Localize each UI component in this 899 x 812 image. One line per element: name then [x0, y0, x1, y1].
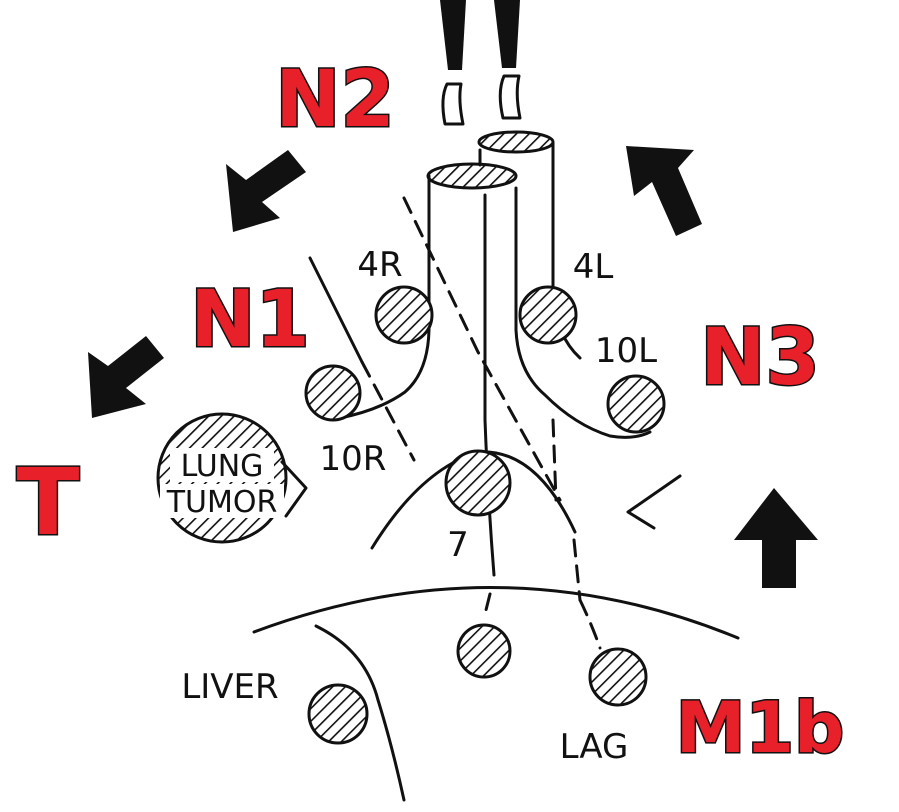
node-lag: [588, 647, 648, 707]
left-main-bronchus: [514, 186, 652, 439]
stage-n3-label: N3: [700, 313, 820, 403]
station-10l-label: 10L: [595, 331, 657, 371]
stage-n1-label: N1: [190, 275, 310, 365]
arrow-down-left-lower: [88, 336, 164, 418]
node-10r: [304, 364, 362, 422]
liver-label: LIVER: [181, 667, 278, 707]
stage-t-label: T: [17, 449, 80, 556]
station-4r-label: 4R: [357, 245, 402, 285]
arrow-up-left: [626, 146, 702, 236]
trachea-ring-front: [426, 162, 518, 190]
trachea-ring-back: [477, 130, 555, 154]
lag-label: LAG: [560, 727, 629, 767]
node-liver: [307, 683, 369, 745]
lung-tumor: LUNG TUMOR: [156, 412, 308, 544]
endoscope-tubes: [440, 0, 522, 126]
node-10l: [606, 374, 666, 434]
liver-border: [314, 624, 406, 802]
stage-n2-label: N2: [275, 55, 395, 145]
arrow-up: [734, 488, 818, 588]
station-4l-label: 4L: [573, 247, 614, 287]
tumor-label-line1: LUNG: [181, 449, 264, 484]
stage-m1b-label: M1b: [676, 687, 844, 769]
station-7-label: 7: [447, 525, 469, 565]
arrow-down-left-upper: [226, 150, 306, 232]
node-4l: [518, 285, 578, 345]
tumor-label-line2: TUMOR: [166, 485, 278, 520]
diaphragm: [252, 585, 740, 640]
node-celiac: [456, 623, 512, 679]
node-4r: [374, 285, 434, 345]
station-10r-label: 10R: [320, 439, 387, 479]
l-mark: [626, 474, 682, 530]
node-7: [444, 449, 512, 517]
lymph-nodes: [304, 285, 666, 745]
carina-line: [483, 193, 496, 577]
boundary-lines: [308, 196, 602, 650]
